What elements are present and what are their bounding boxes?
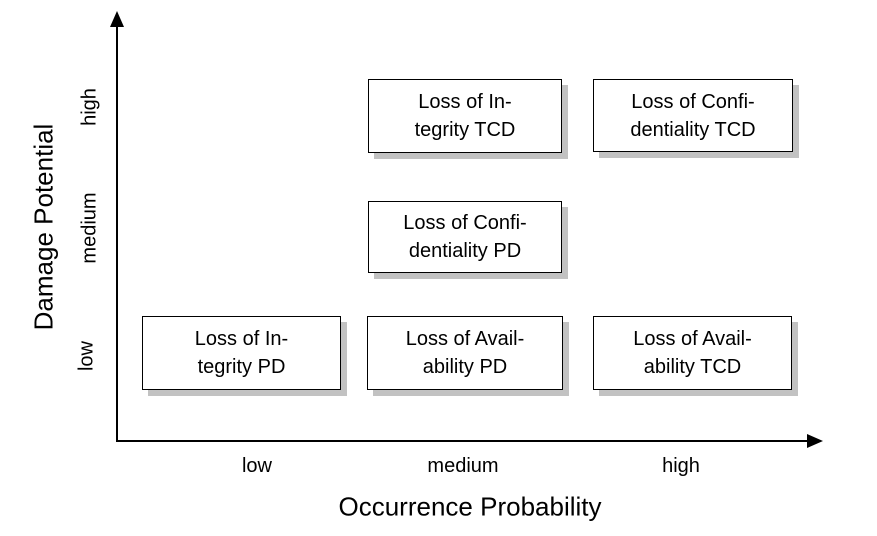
y-tick-high: high	[78, 88, 101, 126]
node-label-line: ability TCD	[643, 356, 742, 378]
node-label-line: Loss of In-	[194, 328, 289, 350]
y-axis-arrowhead-icon	[110, 11, 124, 27]
node-label-line: dentiality TCD	[630, 118, 756, 141]
node-label-line: tegrity TCD	[414, 119, 516, 141]
node-label-line: dentiality PD	[408, 240, 522, 262]
x-axis-line	[116, 440, 810, 442]
x-tick-high: high	[662, 455, 700, 477]
y-axis-title: Damage Potential	[28, 123, 59, 331]
node-loss-of-confidentiality-tcd: Loss of Confi- dentiality TCD	[593, 79, 793, 152]
node-label-line: tegrity PD	[197, 356, 286, 378]
node-label-line: Loss of Avail-	[633, 328, 752, 350]
node-label-line: Loss of Confi-	[631, 90, 755, 113]
y-axis-line	[116, 22, 118, 442]
node-label-line: ability PD	[422, 356, 508, 378]
node-loss-of-integrity-pd: Loss of In- tegrity PD	[142, 316, 341, 390]
node-label-line: Loss of Confi-	[403, 212, 527, 234]
node-label-line: Loss of Avail-	[405, 328, 525, 350]
y-tick-medium: medium	[78, 192, 101, 264]
x-tick-low: low	[241, 455, 273, 477]
y-tick-low: low	[75, 340, 98, 372]
node-loss-of-confidentiality-pd: Loss of Confi- dentiality PD	[368, 201, 562, 273]
node-loss-of-integrity-tcd: Loss of In- tegrity TCD	[368, 79, 562, 153]
x-tick-medium: medium	[427, 455, 499, 477]
node-loss-of-availability-pd: Loss of Avail- ability PD	[367, 316, 563, 390]
x-axis-arrowhead-icon	[807, 434, 823, 448]
node-label-line: Loss of In-	[418, 91, 512, 113]
node-loss-of-availability-tcd: Loss of Avail- ability TCD	[593, 316, 792, 390]
x-axis-title: Occurrence Probability	[338, 491, 602, 522]
